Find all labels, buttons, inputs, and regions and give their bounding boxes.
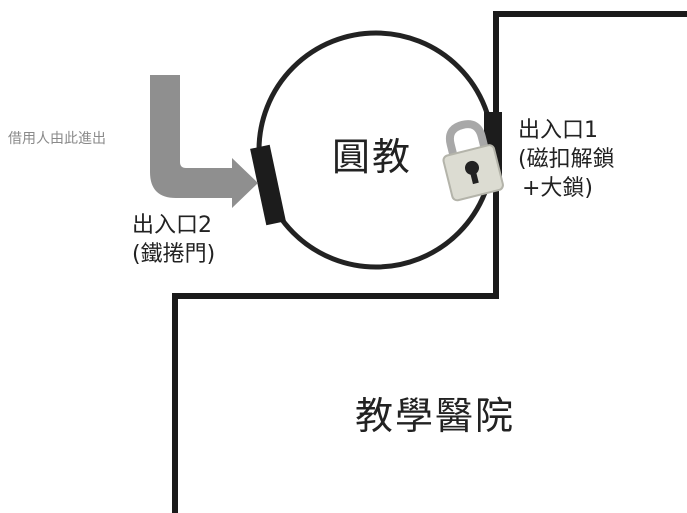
building-label: 教學醫院 xyxy=(355,394,516,438)
padlock-icon xyxy=(442,120,504,202)
door-exit2 xyxy=(250,144,286,226)
exit2-label: 出入口2 (鐵捲門) xyxy=(132,211,215,269)
exit1-label: 出入口1 (磁扣解鎖 +大鎖) xyxy=(518,116,615,203)
exit1-detail-2: +大鎖) xyxy=(522,176,594,201)
exit2-title: 出入口2 xyxy=(132,213,212,238)
exit2-detail: (鐵捲門) xyxy=(132,242,216,267)
entry-hint-label: 借用人由此進出 xyxy=(8,131,106,147)
building-wall-outline xyxy=(172,11,687,513)
exit1-title: 出入口1 xyxy=(518,118,598,143)
circle-room-label: 圓教 xyxy=(332,135,413,179)
exit1-detail: (磁扣解鎖 xyxy=(518,147,615,172)
curved-arrow-icon xyxy=(150,75,258,208)
